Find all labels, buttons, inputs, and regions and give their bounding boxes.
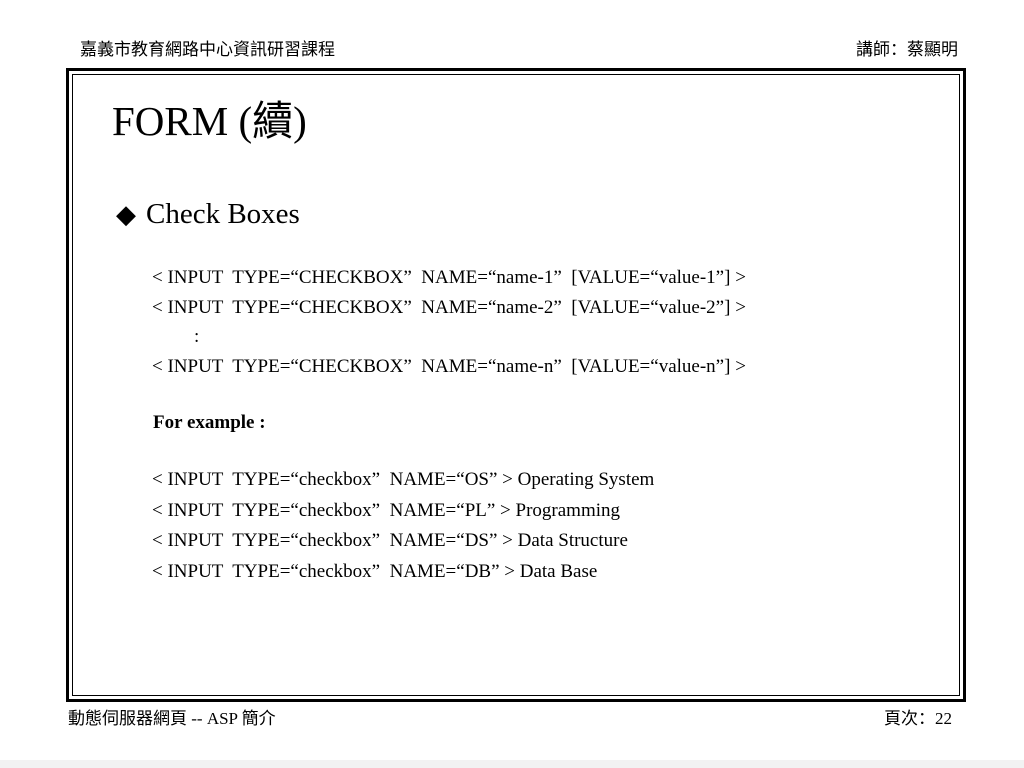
bullet-item: ◆ Check Boxes <box>116 196 300 233</box>
example-line: < INPUT TYPE=“checkbox” NAME=“DB” > Data… <box>152 561 598 582</box>
slide-title: FORM (續) <box>112 98 307 144</box>
bullet-text: Check Boxes <box>146 198 300 230</box>
header-lecturer: 講師：蔡顯明 <box>856 40 958 59</box>
syntax-line: < INPUT TYPE=“CHECKBOX” NAME=“name-1” [V… <box>152 267 746 288</box>
syntax-ellipsis: : <box>194 326 200 347</box>
footer-page-number: 頁次：22 <box>884 709 952 728</box>
example-line: < INPUT TYPE=“checkbox” NAME=“DS” > Data… <box>152 530 628 551</box>
example-line: < INPUT TYPE=“checkbox” NAME=“PL” > Prog… <box>152 500 621 521</box>
header-course-title: 嘉義市教育網路中心資訊研習課程 <box>80 40 335 59</box>
example-label: For example : <box>153 412 266 433</box>
diamond-bullet-icon: ◆ <box>116 200 136 229</box>
slide-frame-outer <box>66 68 966 702</box>
bottom-divider <box>0 760 1024 768</box>
syntax-line: < INPUT TYPE=“CHECKBOX” NAME=“name-n” [V… <box>152 356 746 377</box>
footer-topic: 動態伺服器網頁 -- ASP 簡介 <box>68 709 276 728</box>
example-line: < INPUT TYPE=“checkbox” NAME=“OS” > Oper… <box>152 469 655 490</box>
slide-frame-inner <box>72 74 960 696</box>
syntax-line: < INPUT TYPE=“CHECKBOX” NAME=“name-2” [V… <box>152 297 746 318</box>
